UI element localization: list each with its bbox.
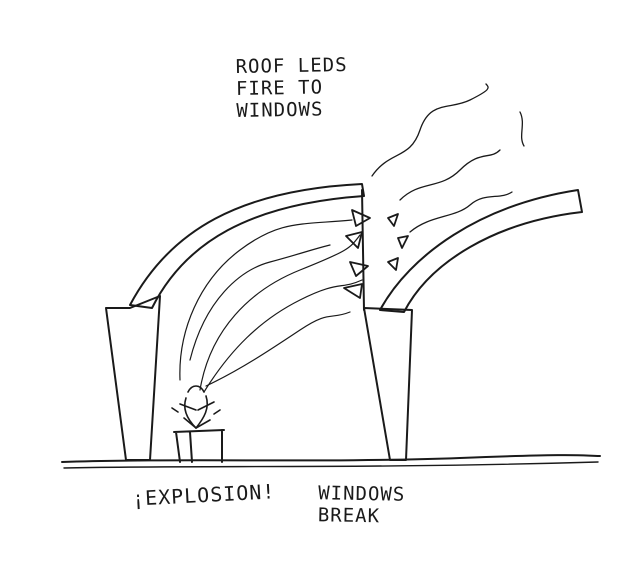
windows-note-line-1: WINDOWS (318, 483, 405, 506)
windows-break-note: WINDOWS BREAK (318, 483, 406, 528)
roof-fire-note: ROOF LEDS FIRE TO WINDOWS (235, 55, 348, 122)
roof-note-line-1: ROOF LEDS (235, 55, 347, 79)
window-shards (344, 210, 408, 298)
right-wall (364, 308, 412, 460)
window-frame (362, 190, 364, 310)
ground-line-under (64, 462, 598, 468)
right-roof-shell (380, 190, 582, 312)
roof-note-line-2: FIRE TO (236, 77, 348, 101)
table (174, 430, 224, 462)
left-roof-shell (130, 184, 364, 308)
roof-note-line-3: WINDOWS (236, 99, 348, 123)
smoke-lines (180, 220, 362, 392)
explosion-burst (172, 386, 220, 428)
left-wall (106, 296, 160, 460)
windows-note-line-2: BREAK (318, 505, 405, 528)
